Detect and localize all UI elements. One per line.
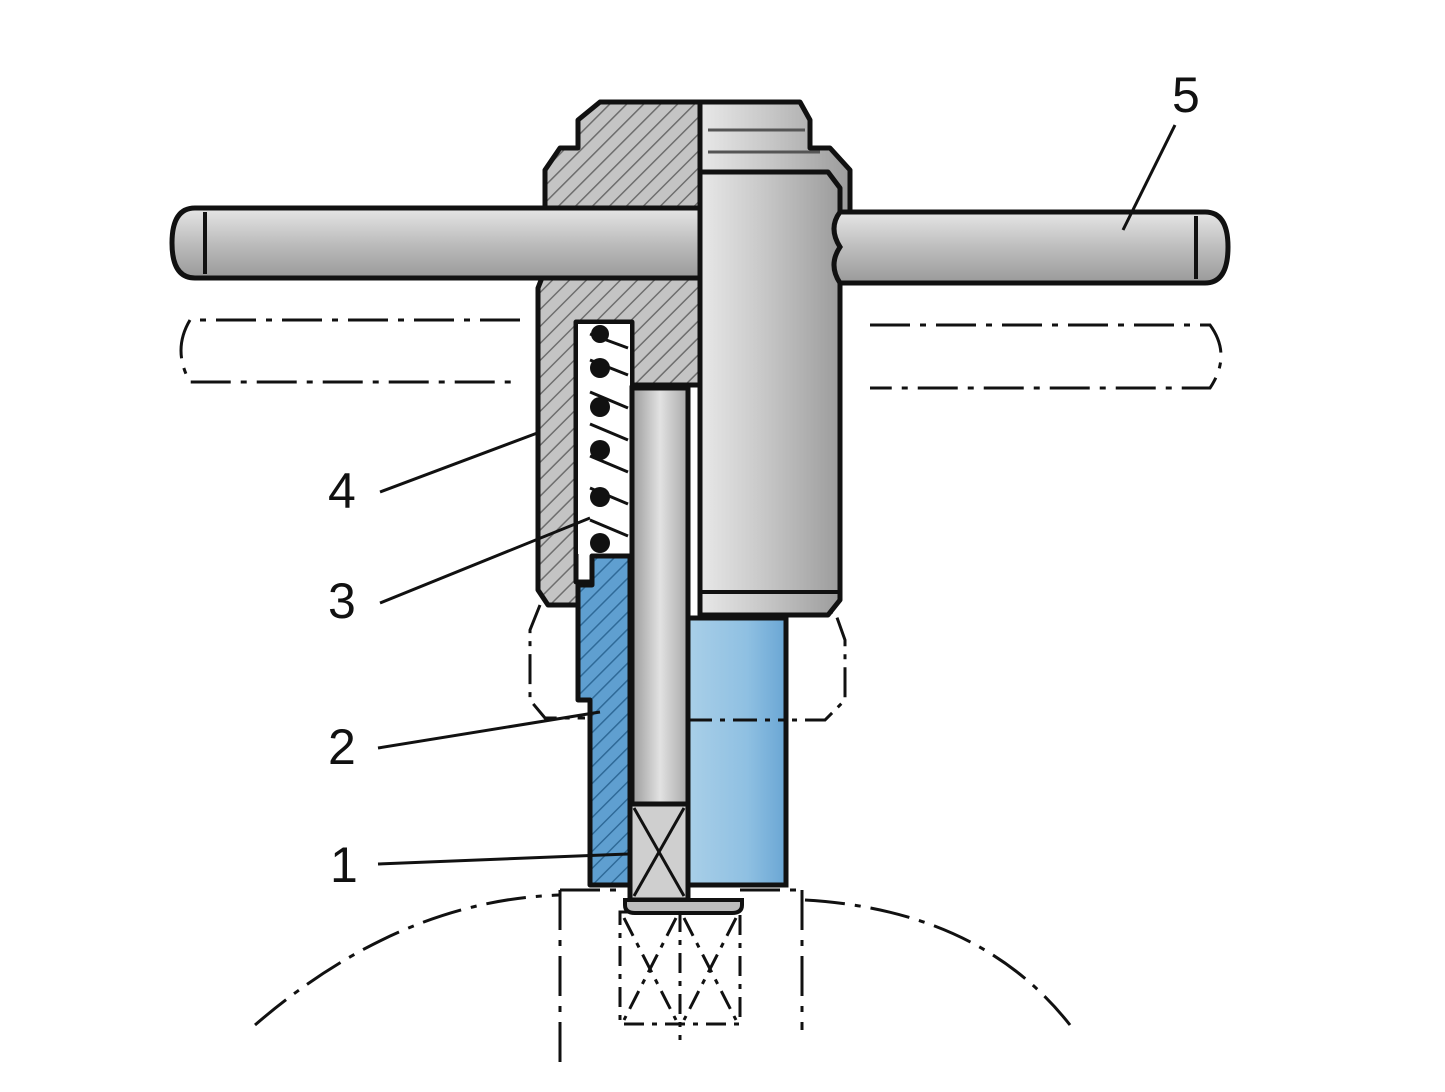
workpiece-outline: [254, 893, 1072, 1027]
square-drive-socket: [618, 910, 742, 1040]
spindle-body: [697, 169, 843, 618]
central-pin: [629, 385, 691, 807]
square-driver: [623, 801, 744, 915]
label-part-5: 5: [1172, 67, 1200, 123]
threaded-stud: [685, 615, 789, 888]
t-handle-bar: [169, 205, 1231, 286]
collar-alternate-position: [528, 604, 847, 722]
label-part-3: 3: [328, 573, 356, 629]
label-part-4: 4: [328, 463, 356, 519]
workpiece-bore: [558, 888, 804, 1070]
label-part-1: 1: [330, 837, 358, 893]
label-part-2: 2: [328, 719, 356, 775]
handle-alternate-position: [179, 318, 1223, 390]
leader-lines: [377, 124, 1177, 866]
inner-sleeve: [575, 553, 633, 888]
compression-spring: [578, 324, 630, 554]
